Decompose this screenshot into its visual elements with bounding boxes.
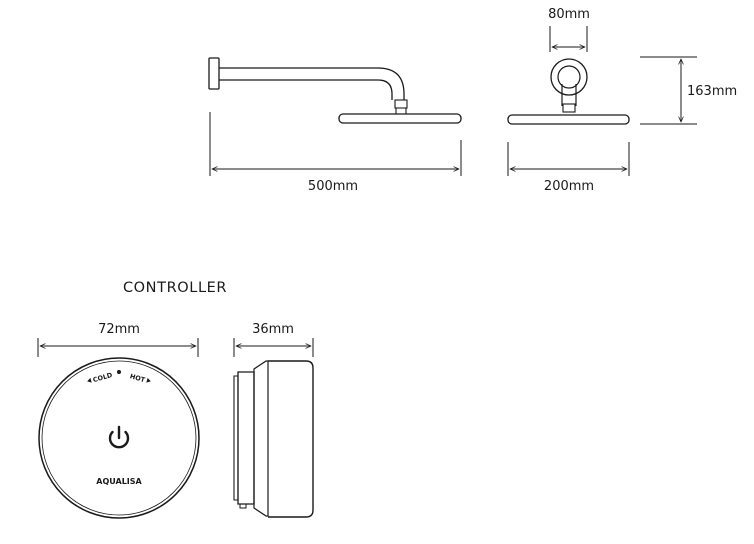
dimension-163mm: 163mm — [640, 56, 737, 125]
brand-label: AQUALISA — [96, 477, 142, 486]
front-width-label: 200mm — [544, 179, 594, 194]
height-label: 163mm — [687, 84, 737, 99]
dimension-80mm: 80mm — [548, 7, 590, 52]
width-label-500: 500mm — [308, 179, 358, 194]
arm-diameter-label: 80mm — [548, 7, 590, 22]
hot-label: HOT — [129, 372, 147, 384]
shower-head-front-view — [507, 58, 630, 125]
controller-side-view — [233, 360, 314, 518]
dimension-500mm: 500mm — [209, 112, 462, 194]
controller-title: CONTROLLER — [123, 280, 227, 296]
dimension-72mm: 72mm — [37, 322, 199, 357]
power-icon[interactable] — [108, 425, 130, 449]
shower-head-side-view — [208, 57, 462, 124]
dimension-200mm: 200mm — [507, 142, 630, 194]
indicator-dot — [117, 370, 121, 374]
diameter-label: 72mm — [98, 322, 140, 337]
cold-label: COLD — [92, 371, 114, 384]
dimension-36mm: 36mm — [233, 322, 314, 357]
depth-label: 36mm — [252, 322, 294, 337]
controller-front-view: COLD HOT AQUALISA — [38, 357, 200, 519]
